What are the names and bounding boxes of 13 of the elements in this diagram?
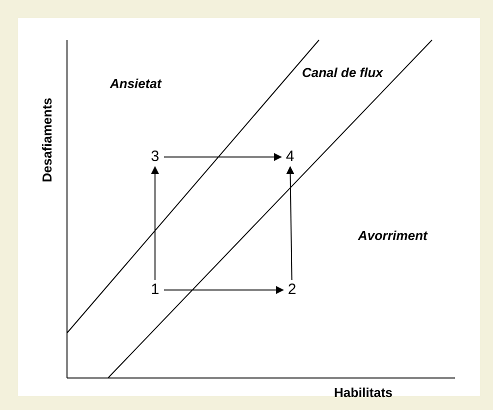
region-label: Canal de flux bbox=[302, 65, 383, 81]
state-number: 4 bbox=[283, 148, 297, 166]
state-number: 2 bbox=[285, 281, 299, 299]
region-label: Ansietat bbox=[110, 76, 162, 92]
arrow bbox=[164, 153, 282, 161]
region-label: Avorriment bbox=[358, 228, 428, 244]
arrow bbox=[286, 166, 294, 280]
state-number: 3 bbox=[148, 148, 162, 166]
arrow bbox=[164, 286, 284, 294]
axis-title: Desafiaments bbox=[38, 98, 55, 182]
arrow bbox=[151, 166, 159, 280]
state-number: 1 bbox=[148, 281, 162, 299]
axis-title: Habilitats bbox=[334, 385, 393, 401]
